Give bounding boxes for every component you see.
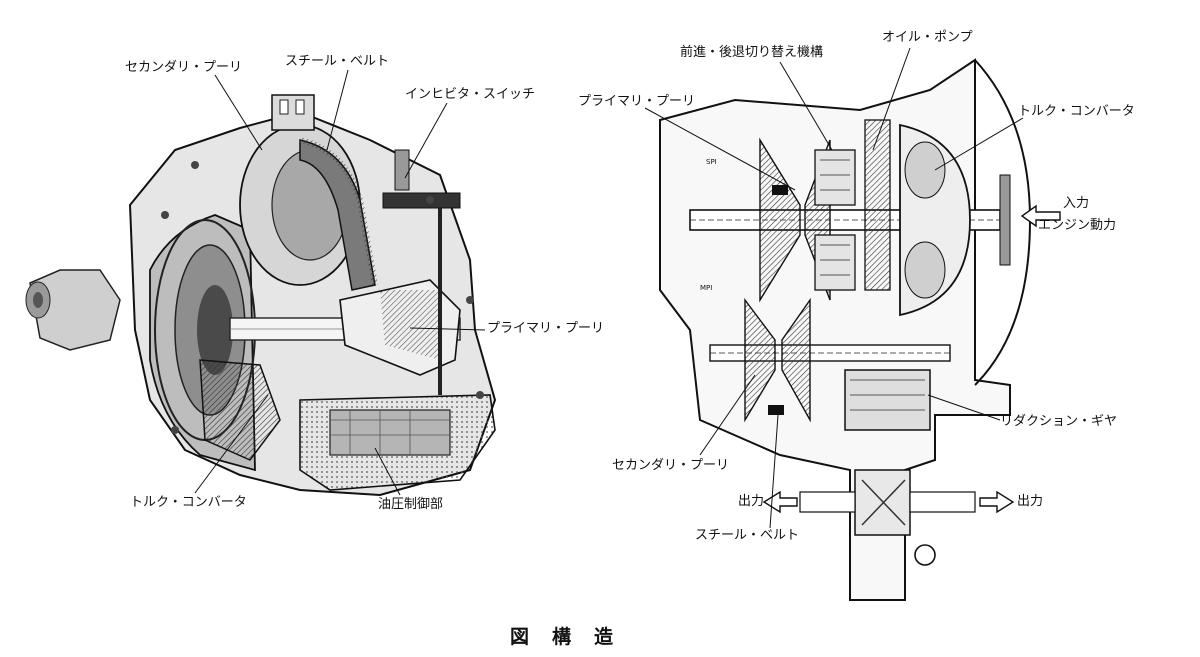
leader-lines [194,47,1024,529]
label-reduction-gear: リダクション・ギヤ [1000,414,1118,429]
label-steel-belt-right: スチール・ベルト [695,528,800,543]
cross-section-drawing: SPI MPI [659,58,1061,601]
label-primary-pulley-right: プライマリ・プーリ [578,94,696,109]
label-torque-converter-right: トルク・コンバータ [1018,104,1135,119]
label-output-left: 出力 [738,494,765,509]
figure-caption: 図構造 [510,622,636,649]
svg-text:MPI: MPI [700,284,712,292]
svg-text:SPI: SPI [706,158,717,166]
label-primary-pulley-left: プライマリ・プーリ [487,321,605,336]
label-steel-belt-left: スチール・ベルト [285,54,390,69]
label-oil-pump: オイル・ポンプ [882,30,973,45]
caption-char-1: 図 [510,626,531,648]
label-torque-converter-left: トルク・コンバータ [130,495,247,510]
label-secondary-pulley-left: セカンダリ・プーリ [125,60,243,75]
label-hydraulic-control: 油圧制御部 [378,497,444,512]
caption-char-2: 構 [552,626,573,648]
label-secondary-pulley-right: セカンダリ・プーリ [612,458,730,473]
label-engine-power: エンジン動力 [1038,218,1117,233]
label-forward-reverse: 前進・後退切り替え機構 [680,45,824,60]
label-output-right: 出力 [1017,494,1044,509]
label-inhibitor-switch: インヒビタ・スイッチ [405,87,536,102]
caption-char-3: 造 [594,626,615,648]
label-input: 入力 [1063,196,1090,211]
cutaway-illustration [25,94,497,497]
